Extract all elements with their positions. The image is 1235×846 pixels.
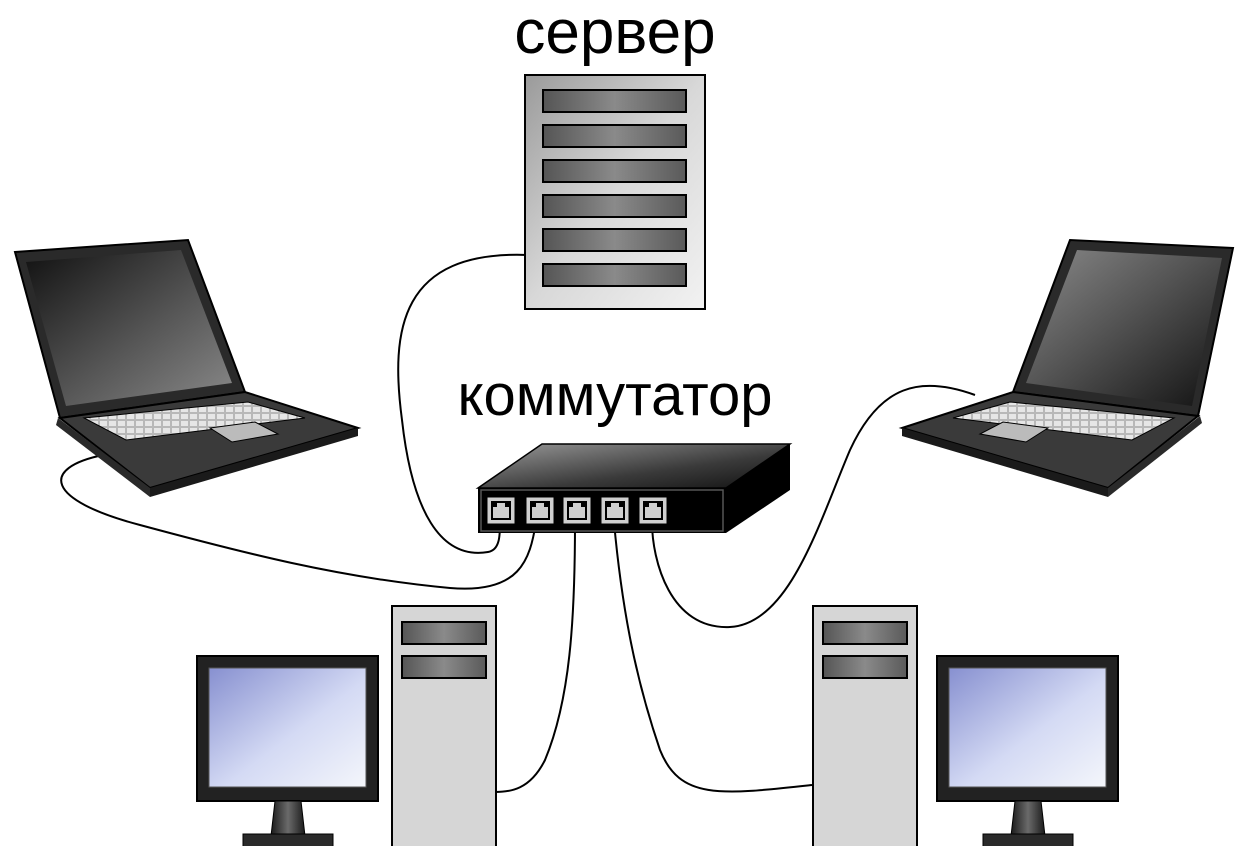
monitor-stand <box>270 800 306 837</box>
laptop-icon <box>898 238 1235 497</box>
laptop-keyboard <box>82 401 306 441</box>
tower <box>812 605 918 846</box>
monitor-base <box>242 833 334 846</box>
server-rack-icon <box>524 74 706 310</box>
laptop-right <box>898 238 1235 497</box>
tower-bay <box>401 655 487 679</box>
desktop-computer-icon <box>812 605 1119 846</box>
server-bay <box>542 263 687 287</box>
tower-bay <box>822 655 908 679</box>
cable-workstation-left <box>494 521 576 793</box>
laptop-screen <box>1026 250 1222 406</box>
tower <box>391 605 497 846</box>
server-bay <box>542 89 687 113</box>
switch-port <box>600 496 630 525</box>
cable-laptop-left <box>60 454 537 590</box>
network-switch-icon <box>475 443 793 533</box>
cable-server <box>397 253 529 554</box>
workstation-left <box>196 605 497 846</box>
cable-laptop-right <box>651 384 976 629</box>
laptop-icon <box>13 238 362 497</box>
laptop-screen <box>26 250 232 406</box>
laptop-touchpad <box>208 421 280 443</box>
server-label: сервер <box>514 0 716 67</box>
switch-port <box>562 496 592 525</box>
monitor-screen <box>948 667 1107 788</box>
switch-port <box>486 496 516 525</box>
monitor-stand <box>1010 800 1046 837</box>
cables <box>60 253 976 793</box>
desktop-computer-icon <box>196 605 497 846</box>
monitor-base <box>982 833 1074 846</box>
monitor-screen <box>208 667 367 788</box>
server-bay <box>542 228 687 252</box>
tower-bay <box>822 621 908 645</box>
server-bay <box>542 159 687 183</box>
laptop-left <box>13 238 362 497</box>
workstation-right <box>812 605 1119 846</box>
switch-side <box>726 444 790 533</box>
server-bay <box>542 194 687 218</box>
server <box>524 74 706 310</box>
tower-bay <box>401 621 487 645</box>
switch <box>475 443 793 533</box>
laptop-keyboard <box>952 401 1176 441</box>
server-bay <box>542 124 687 148</box>
switch-port <box>638 496 668 525</box>
switch-label: коммутатор <box>457 363 773 428</box>
laptop-touchpad <box>978 421 1050 443</box>
switch-port <box>525 496 555 525</box>
cable-workstation-right <box>613 521 813 793</box>
